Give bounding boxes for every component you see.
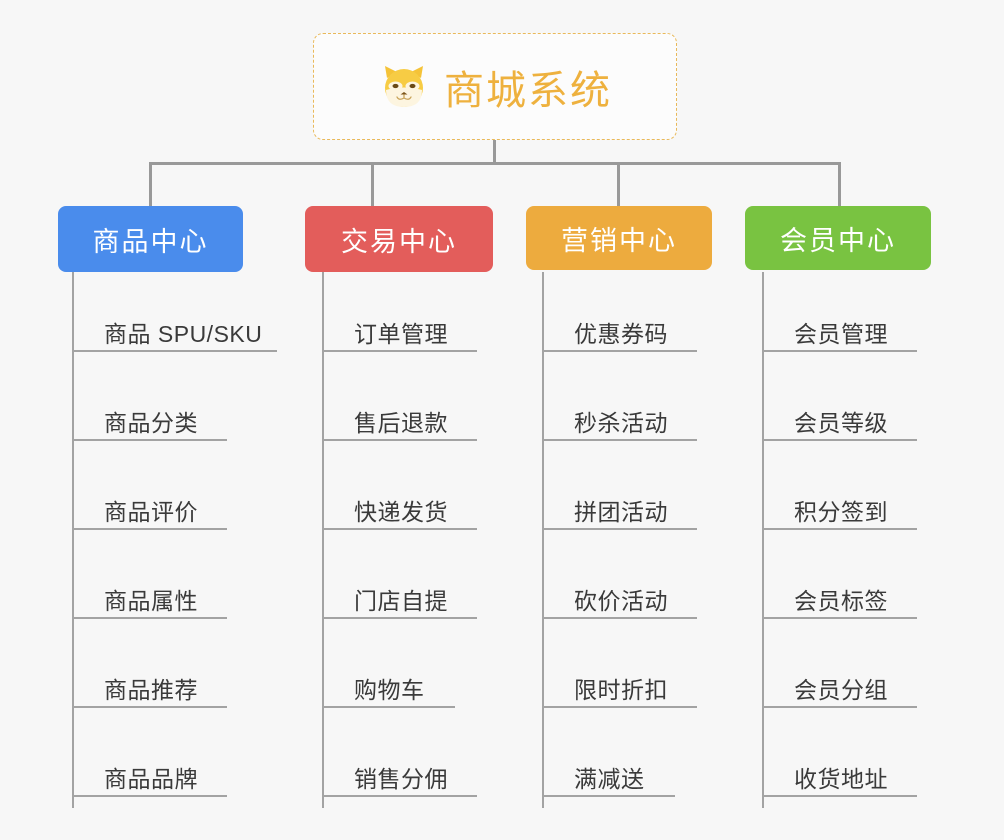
leaf-spine-1 <box>72 272 74 808</box>
leaf-item[interactable]: 拼团活动 <box>542 468 697 530</box>
leaf-item[interactable]: 商品推荐 <box>72 646 227 708</box>
leaf-label: 会员分组 <box>794 676 888 703</box>
leaf-label: 商品品牌 <box>104 765 198 792</box>
leaf-label: 售后退款 <box>354 409 448 436</box>
leaf-label: 销售分佣 <box>354 765 448 792</box>
leaf-item[interactable]: 秒杀活动 <box>542 379 697 441</box>
leaf-label: 购物车 <box>354 676 425 703</box>
leaf-item[interactable]: 满减送 <box>542 735 675 797</box>
leaf-item[interactable]: 商品品牌 <box>72 735 227 797</box>
leaf-item[interactable]: 会员等级 <box>762 379 917 441</box>
leaf-label: 商品属性 <box>104 587 198 614</box>
category-box-3[interactable]: 营销中心 <box>526 206 712 270</box>
leaf-item[interactable]: 商品分类 <box>72 379 227 441</box>
leaf-item[interactable]: 限时折扣 <box>542 646 697 708</box>
leaf-item[interactable]: 收货地址 <box>762 735 917 797</box>
leaf-item[interactable]: 优惠券码 <box>542 290 697 352</box>
leaf-item[interactable]: 会员分组 <box>762 646 917 708</box>
root-title: 商城系统 <box>444 68 612 113</box>
leaf-item[interactable]: 订单管理 <box>322 290 477 352</box>
leaf-label: 会员等级 <box>794 409 888 436</box>
leaf-item[interactable]: 商品评价 <box>72 468 227 530</box>
leaf-label: 商品评价 <box>104 498 198 525</box>
shiba-inu-dog-icon <box>378 61 430 113</box>
category-box-1[interactable]: 商品中心 <box>58 206 243 272</box>
leaf-label: 积分签到 <box>794 498 888 525</box>
leaf-label: 快递发货 <box>354 498 448 525</box>
leaf-label: 会员标签 <box>794 587 888 614</box>
category-label-2: 交易中心 <box>341 226 457 257</box>
leaf-item[interactable]: 购物车 <box>322 646 455 708</box>
category-label-1: 商品中心 <box>92 226 209 257</box>
leaf-item[interactable]: 会员管理 <box>762 290 917 352</box>
leaf-spine-2 <box>322 272 324 808</box>
connector-horizontal-bus <box>149 162 841 165</box>
leaf-label: 限时折扣 <box>574 676 668 703</box>
leaf-item[interactable]: 积分签到 <box>762 468 917 530</box>
leaf-item[interactable]: 销售分佣 <box>322 735 477 797</box>
leaf-label: 会员管理 <box>794 320 888 347</box>
leaf-item[interactable]: 商品属性 <box>72 557 227 619</box>
leaf-label: 秒杀活动 <box>574 409 668 436</box>
connector-root-stem <box>493 140 496 164</box>
leaf-label: 砍价活动 <box>574 587 668 614</box>
category-label-3: 营销中心 <box>561 225 677 256</box>
leaf-label: 商品分类 <box>104 409 198 436</box>
leaf-item[interactable]: 快递发货 <box>322 468 477 530</box>
leaf-item[interactable]: 会员标签 <box>762 557 917 619</box>
category-label-4: 会员中心 <box>780 225 896 256</box>
leaf-label: 拼团活动 <box>574 498 668 525</box>
connector-drop-2 <box>371 162 374 208</box>
leaf-label: 商品 SPU/SKU <box>104 320 263 347</box>
leaf-item[interactable]: 砍价活动 <box>542 557 697 619</box>
connector-drop-4 <box>838 162 841 208</box>
leaf-label: 门店自提 <box>354 587 448 614</box>
leaf-label: 满减送 <box>574 765 645 792</box>
leaf-label: 订单管理 <box>354 320 448 347</box>
leaf-item[interactable]: 商品 SPU/SKU <box>72 290 277 352</box>
connector-drop-1 <box>149 162 152 208</box>
connector-drop-3 <box>617 162 620 208</box>
leaf-spine-4 <box>762 272 764 808</box>
root-node[interactable]: 商城系统 <box>313 33 677 140</box>
category-box-2[interactable]: 交易中心 <box>305 206 493 272</box>
leaf-item[interactable]: 门店自提 <box>322 557 477 619</box>
leaf-label: 商品推荐 <box>104 676 198 703</box>
leaf-label: 收货地址 <box>794 765 888 792</box>
leaf-item[interactable]: 售后退款 <box>322 379 477 441</box>
category-box-4[interactable]: 会员中心 <box>745 206 931 270</box>
leaf-spine-3 <box>542 272 544 808</box>
leaf-label: 优惠券码 <box>574 320 668 347</box>
